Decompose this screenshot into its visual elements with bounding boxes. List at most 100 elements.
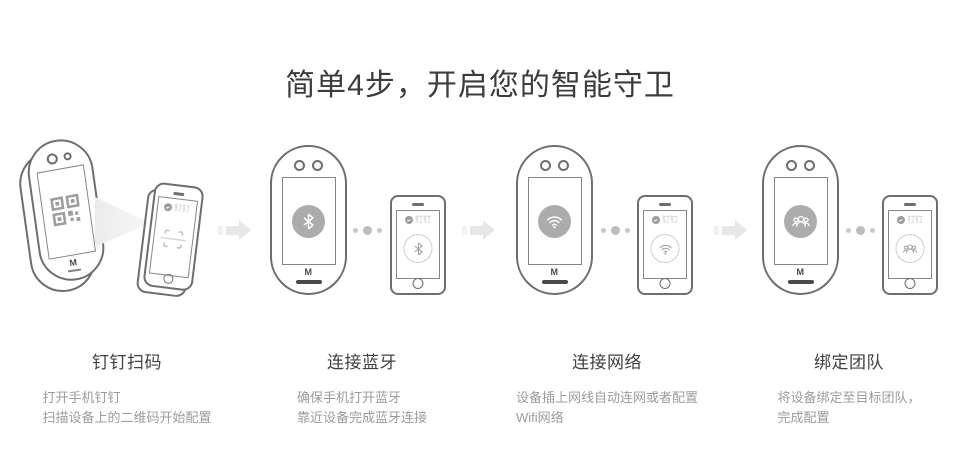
arrow-head xyxy=(483,220,495,240)
camera-lens-icon xyxy=(540,160,551,171)
step-description: 打开手机钉钉 扫描设备上的二维码开始配置 xyxy=(42,388,211,428)
dot xyxy=(870,228,875,233)
device-screen xyxy=(527,177,582,265)
step-description-line: 靠近设备完成蓝牙连接 xyxy=(296,410,427,425)
device-screen xyxy=(773,177,828,265)
camera-lens-icon xyxy=(62,151,72,161)
team-icon xyxy=(784,204,817,238)
next-step-arrow-icon xyxy=(714,220,747,240)
arrow-lead xyxy=(714,225,719,235)
dingtalk-brand-label: 钉钉 xyxy=(415,215,431,224)
step-description-line: 完成配置 xyxy=(777,410,830,425)
step2-caption: 连接蓝牙 确保手机打开蓝牙 靠近设备完成蓝牙连接 xyxy=(242,348,482,428)
device-home-bar xyxy=(541,280,568,284)
dingtalk-logo-icon xyxy=(897,216,905,224)
next-step-arrow-icon xyxy=(462,220,495,240)
device-logo: M xyxy=(304,267,313,277)
step1-caption: 钉钉扫码 打开手机钉钉 扫描设备上的二维码开始配置 xyxy=(7,348,247,428)
bluetooth-icon xyxy=(403,234,433,263)
dot xyxy=(601,228,606,233)
step4-caption: 绑定团队 将设备绑定至目标团队， 完成配置 xyxy=(729,348,960,428)
camera-lens-icon xyxy=(804,160,815,171)
scan-frame-icon xyxy=(159,228,188,256)
dot xyxy=(611,226,620,235)
step-description-line: 将设备绑定至目标团队， xyxy=(777,390,921,405)
camera-lens-icon xyxy=(45,152,58,166)
device-screen xyxy=(281,177,336,265)
arrow-body xyxy=(470,225,483,235)
arrow-body xyxy=(722,225,735,235)
step3-smartphone: 钉钉 xyxy=(637,195,693,295)
step-description: 确保手机打开蓝牙 靠近设备完成蓝牙连接 xyxy=(297,388,427,428)
step1-smartphone: 钉钉 xyxy=(135,181,208,301)
next-step-arrow-icon xyxy=(218,220,251,240)
dingtalk-logo-icon xyxy=(163,202,173,212)
step-title: 绑定团队 xyxy=(814,353,884,372)
connection-dots-icon xyxy=(353,226,382,235)
connection-dots-icon xyxy=(846,226,875,235)
phone-home-button xyxy=(412,278,424,289)
camera-lens-icon xyxy=(312,160,323,171)
device-home-bar xyxy=(295,280,322,284)
qr-code-icon xyxy=(49,192,83,232)
step-description-line: 扫描设备上的二维码开始配置 xyxy=(42,410,212,425)
phone-speaker xyxy=(173,191,185,197)
phone-screen: 钉钉 xyxy=(643,210,687,279)
dingtalk-brand-label: 钉钉 xyxy=(662,215,678,224)
wifi-icon xyxy=(538,204,571,238)
dingtalk-logo-icon xyxy=(405,216,413,224)
camera-dots xyxy=(764,160,837,171)
camera-dots xyxy=(272,160,345,171)
phone-speaker xyxy=(904,203,916,206)
phone-front: 钉钉 xyxy=(142,181,205,292)
step-description: 将设备绑定至目标团队， 完成配置 xyxy=(777,388,920,428)
arrow-body xyxy=(226,225,239,235)
dot xyxy=(377,228,382,233)
device-screen xyxy=(36,164,97,260)
device-front: M xyxy=(23,135,109,285)
dot xyxy=(846,228,851,233)
arrow-lead xyxy=(462,225,467,235)
device-logo: M xyxy=(550,267,559,277)
step4-guard-device: M xyxy=(762,145,839,295)
arrow-lead xyxy=(218,225,223,235)
dingtalk-logo-icon xyxy=(652,216,660,224)
step3-guard-device: M xyxy=(516,145,593,295)
bluetooth-icon xyxy=(292,204,325,238)
step-description-line: 打开手机钉钉 xyxy=(42,390,121,405)
device-logo-underline xyxy=(67,268,82,273)
camera-lens-icon xyxy=(294,160,305,171)
step-description-line: 设备插上网线自动连网或者配置 xyxy=(515,390,698,405)
dingtalk-brand-label: 钉钉 xyxy=(907,215,923,224)
step4-smartphone: 钉钉 xyxy=(882,195,938,295)
arrow-head xyxy=(239,220,251,240)
dot xyxy=(625,228,630,233)
step-description: 设备插上网线自动连网或者配置 Wifi网络 xyxy=(516,388,698,428)
step-description-line: 确保手机打开蓝牙 xyxy=(296,390,401,405)
team-icon xyxy=(895,234,925,263)
phone-screen: 钉钉 xyxy=(396,210,440,279)
connection-dots-icon xyxy=(601,226,630,235)
device-logo: M xyxy=(796,267,805,277)
phone-home-button xyxy=(659,278,671,289)
arrow-head xyxy=(735,220,747,240)
device-home-bar xyxy=(787,280,814,284)
dingtalk-brand: 钉钉 xyxy=(158,202,197,215)
dingtalk-brand-label: 钉钉 xyxy=(173,203,191,214)
phone-screen: 钉钉 xyxy=(148,196,199,279)
phone-speaker xyxy=(659,203,671,206)
step-description-line: Wifi网络 xyxy=(515,410,564,425)
step-title: 钉钉扫码 xyxy=(92,353,162,372)
dot xyxy=(363,226,372,235)
dingtalk-brand: 钉钉 xyxy=(644,216,686,224)
dot xyxy=(353,228,358,233)
page-title: 简单4步，开启您的智能守卫 xyxy=(285,69,675,103)
step-title: 连接网络 xyxy=(572,353,642,372)
step2-guard-device: M xyxy=(270,145,347,295)
phone-home-button xyxy=(162,273,174,285)
camera-lens-icon xyxy=(558,160,569,171)
dot xyxy=(856,226,865,235)
step3-caption: 连接网络 设备插上网线自动连网或者配置 Wifi网络 xyxy=(487,348,727,428)
phone-screen: 钉钉 xyxy=(888,210,932,279)
step1-guard-device: M xyxy=(14,134,121,300)
